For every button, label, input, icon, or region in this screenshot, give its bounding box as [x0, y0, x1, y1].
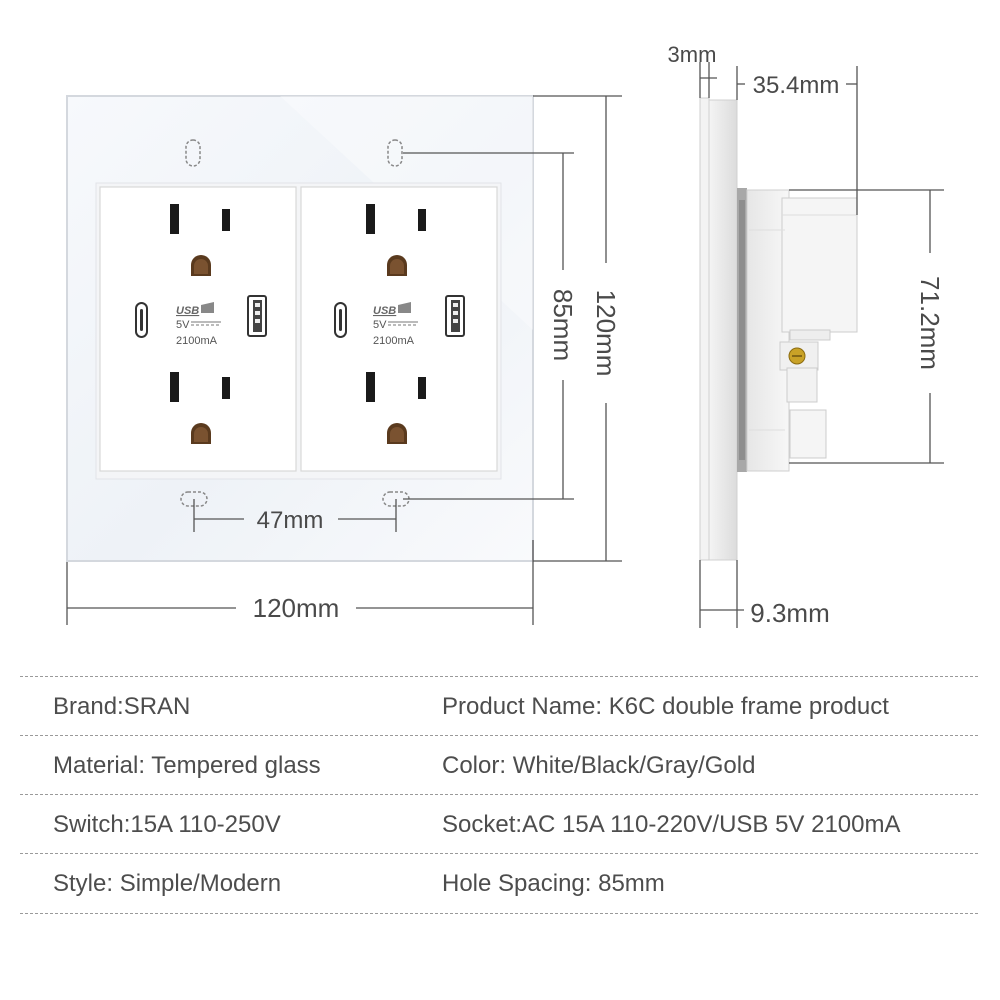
glass-thickness-label: 3mm: [668, 42, 717, 67]
mount-hole-top-right: [387, 139, 403, 167]
spec-style: Style: Simple/Modern: [53, 870, 282, 897]
spec-row: Style: Simple/Modern Hole Spacing: 85mm: [20, 853, 978, 914]
side-view: [699, 97, 858, 561]
spec-switch: Switch:15A 110-250V: [53, 811, 281, 838]
spec-socket: Socket:AC 15A 110-220V/USB 5V 2100mA: [442, 811, 901, 838]
front-dimension-lines: [66, 95, 622, 625]
usb-current-label: 2100mA: [373, 335, 415, 347]
outlet-module-left: USB 5V 2100mA: [99, 186, 297, 472]
neutral-slot: [418, 209, 426, 231]
side-top-block: [781, 197, 858, 333]
neutral-slot: [222, 209, 230, 231]
spec-hole-spacing: Hole Spacing: 85mm: [442, 870, 665, 897]
hole-spacing-label: 85mm: [548, 289, 578, 361]
usb-logo: USB: [176, 305, 199, 317]
spec-table: Brand:SRAN Product Name: K6C double fram…: [20, 676, 978, 914]
spec-material: Material: Tempered glass: [53, 752, 321, 779]
side-glass-plate: [699, 97, 710, 561]
center-spacing-label: 47mm: [257, 507, 324, 534]
body-depth-label: 35.4mm: [753, 72, 840, 99]
usb-voltage-label: 5V: [176, 319, 190, 331]
usb-voltage-label: 5V: [373, 319, 387, 331]
mount-hole-bottom-left: [180, 491, 208, 507]
side-dimension-lines: [699, 62, 944, 628]
usb-logo-mark: [201, 302, 214, 313]
hot-slot: [366, 204, 375, 234]
spec-brand: Brand:SRAN: [53, 693, 191, 720]
neutral-slot: [418, 377, 426, 399]
hot-slot: [170, 372, 179, 402]
usb-logo-mark: [398, 302, 411, 313]
spec-row: Brand:SRAN Product Name: K6C double fram…: [20, 676, 978, 735]
body-height-label: 71.2mm: [915, 276, 945, 370]
product-drawing: USB 5V 2100mA USB 5V: [66, 42, 945, 628]
usb-logo: USB: [373, 305, 396, 317]
spec-row: Material: Tempered glass Color: White/Bl…: [20, 735, 978, 794]
hot-slot: [170, 204, 179, 234]
height-dimension-label: 120mm: [591, 290, 621, 377]
hot-slot: [366, 372, 375, 402]
spec-row: Switch:15A 110-250V Socket:AC 15A 110-22…: [20, 794, 978, 853]
plate-depth-label: 9.3mm: [750, 598, 829, 628]
side-frame: [708, 99, 738, 561]
spec-product-name: Product Name: K6C double frame product: [442, 693, 889, 720]
outlet-module-right: USB 5V 2100mA: [300, 186, 498, 472]
width-dimension-label: 120mm: [253, 593, 340, 623]
spec-color: Color: White/Black/Gray/Gold: [442, 752, 756, 779]
usb-current-label: 2100mA: [176, 335, 218, 347]
front-view: USB 5V 2100mA USB 5V: [66, 95, 534, 562]
neutral-slot: [222, 377, 230, 399]
mount-hole-top-left: [185, 139, 201, 167]
